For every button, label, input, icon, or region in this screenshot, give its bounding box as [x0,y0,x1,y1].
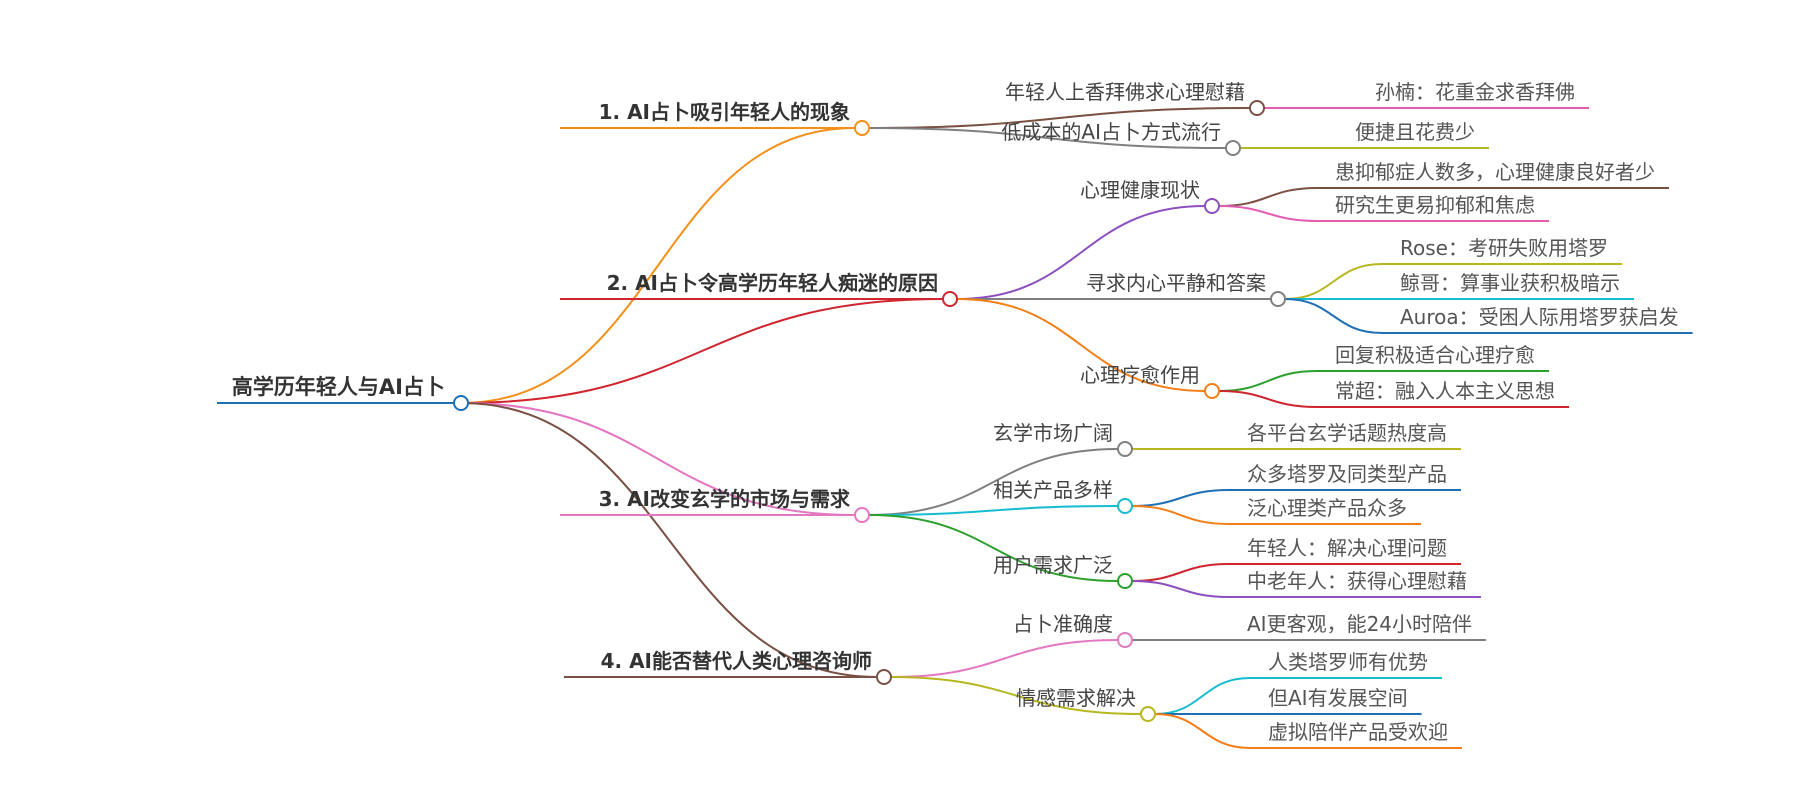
leaf-3-2-2-label[interactable]: 泛心理类产品众多 [1247,496,1407,520]
node-2-2-toggle[interactable] [1270,291,1286,307]
link-root-to-branch-2 [460,298,944,404]
link-branch-2-to-node-1 [956,205,1206,300]
link-node-3-3-to-leaf-1 [1131,563,1230,582]
leaf-3-3-2-label[interactable]: 中老年人：获得心理慰藉 [1247,569,1467,593]
node-2-1-label[interactable]: 心理健康现状 [1080,178,1200,202]
node-1-2-label[interactable]: 低成本的AI占卜方式流行 [1001,120,1221,144]
link-node-2-3-to-leaf-1 [1218,370,1318,392]
leaf-1-2-1-label[interactable]: 便捷且花费少 [1355,120,1475,144]
node-1-2-toggle[interactable] [1225,140,1241,156]
leaf-2-1-1-label[interactable]: 患抑郁症人数多，心理健康良好者少 [1335,160,1655,184]
link-node-3-3-to-leaf-2 [1131,580,1230,598]
link-branch-3-to-node-3 [868,514,1119,582]
branch-2-label[interactable]: 2. AI占卜令高学历年轻人痴迷的原因 [607,271,938,295]
link-node-2-2-to-leaf-1 [1284,263,1383,300]
link-branch-2-to-node-3 [956,298,1206,392]
node-3-2-label[interactable]: 相关产品多样 [993,478,1113,502]
leaf-2-2-2-label[interactable]: 鲸哥：算事业获积极暗示 [1400,271,1620,295]
node-2-3-label[interactable]: 心理疗愈作用 [1080,363,1200,387]
leaf-4-2-1-label[interactable]: 人类塔罗师有优势 [1268,650,1428,674]
branch-3-toggle[interactable] [854,507,870,523]
mindmap-labels: 高学历年轻人与AI占卜 1. AI占卜吸引年轻人的现象 2. AI占卜令高学历年… [232,80,1679,744]
node-2-2-label[interactable]: 寻求内心平静和答案 [1086,271,1266,295]
leaf-2-1-2-label[interactable]: 研究生更易抑郁和焦虑 [1335,193,1535,217]
branch-4-toggle[interactable] [876,669,892,685]
link-node-2-1-to-leaf-2 [1218,205,1318,222]
link-node-2-1-to-leaf-1 [1218,187,1318,207]
link-branch-3-to-node-2 [868,505,1119,516]
mindmap-underlines [217,107,1693,749]
link-node-3-2-to-leaf-1 [1131,489,1230,507]
link-node-4-2-to-leaf-3 [1154,713,1251,749]
node-4-1-label[interactable]: 占卜准确度 [1013,612,1113,636]
link-branch-3-to-node-1 [868,448,1119,516]
node-4-1-toggle[interactable] [1117,632,1133,648]
root-node-label[interactable]: 高学历年轻人与AI占卜 [232,375,445,399]
link-root-to-branch-4 [460,402,878,678]
node-3-1-toggle[interactable] [1117,441,1133,457]
node-4-2-toggle[interactable] [1140,706,1156,722]
branch-4-label[interactable]: 4. AI能否替代人类心理咨询师 [601,649,872,673]
link-root-to-branch-1 [460,127,856,404]
node-3-3-toggle[interactable] [1117,573,1133,589]
leaf-2-3-2-label[interactable]: 常超：融入人本主义思想 [1335,379,1555,403]
node-3-3-label[interactable]: 用户需求广泛 [993,553,1113,577]
branch-3-label[interactable]: 3. AI改变玄学的市场与需求 [599,487,851,511]
link-node-4-2-to-leaf-1 [1154,677,1251,715]
branch-1-label[interactable]: 1. AI占卜吸引年轻人的现象 [599,100,850,124]
node-4-2-label[interactable]: 情感需求解决 [1016,686,1136,710]
leaf-2-2-3-label[interactable]: Auroa：受困人际用塔罗获启发 [1400,305,1679,329]
mindmap-links [460,106,1383,749]
leaf-2-3-1-label[interactable]: 回复积极适合心理疗愈 [1335,343,1535,367]
leaf-2-2-1-label[interactable]: Rose：考研失败用塔罗 [1400,236,1608,260]
link-node-3-2-to-leaf-2 [1131,505,1230,525]
leaf-3-3-1-label[interactable]: 年轻人：解决心理问题 [1247,536,1447,560]
link-branch-1-to-node-2 [868,127,1227,149]
link-node-2-2-to-leaf-3 [1284,298,1383,334]
link-branch-4-to-node-2 [890,676,1142,715]
link-branch-4-to-node-1 [890,639,1119,678]
leaf-1-1-1-label[interactable]: 孙楠：花重金求香拜佛 [1375,80,1575,104]
link-node-2-3-to-leaf-2 [1218,390,1318,408]
node-1-1-label[interactable]: 年轻人上香拜佛求心理慰藉 [1005,80,1245,104]
leaf-4-2-3-label[interactable]: 虚拟陪伴产品受欢迎 [1268,720,1448,744]
link-branch-1-to-node-1 [868,107,1251,129]
node-2-3-toggle[interactable] [1204,383,1220,399]
branch-2-toggle[interactable] [942,291,958,307]
link-root-to-branch-3 [460,402,856,516]
node-1-1-toggle[interactable] [1249,100,1265,116]
node-3-1-label[interactable]: 玄学市场广阔 [993,421,1113,445]
mindmap-node-circles [453,100,1286,722]
root-toggle[interactable] [453,395,469,411]
node-2-1-toggle[interactable] [1204,198,1220,214]
leaf-3-1-1-label[interactable]: 各平台玄学话题热度高 [1247,421,1447,445]
node-3-2-toggle[interactable] [1117,498,1133,514]
branch-1-toggle[interactable] [854,120,870,136]
leaf-4-2-2-label[interactable]: 但AI有发展空间 [1268,686,1408,710]
leaf-4-1-1-label[interactable]: AI更客观，能24小时陪伴 [1247,612,1472,636]
leaf-3-2-1-label[interactable]: 众多塔罗及同类型产品 [1247,462,1447,486]
